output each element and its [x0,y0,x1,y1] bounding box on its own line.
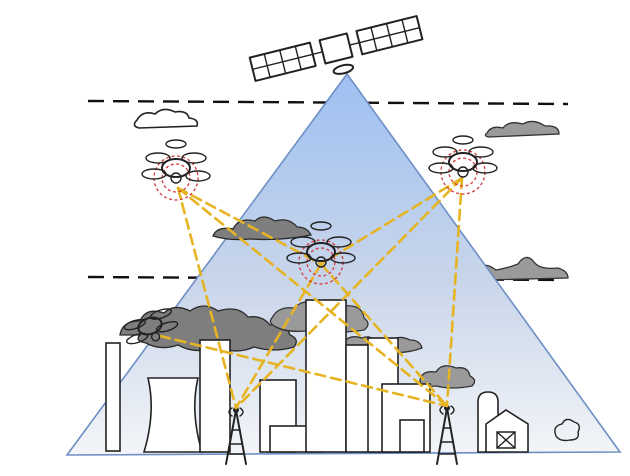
cell-tower-icon [225,407,247,465]
cloud-smog-near-tower [419,365,476,389]
cloud-mid [212,216,312,241]
uav-left [141,139,211,201]
building-8 [399,419,425,453]
uav-center [286,221,356,285]
cell-tower-icon [436,405,458,465]
cloud-top-right [484,120,560,138]
uav-low-left [123,308,179,345]
factory-cooling-tower [142,377,204,453]
bush-icon [554,418,581,442]
barn-icon [485,409,529,453]
factory-chimney [105,342,121,452]
uav-right [428,135,498,195]
cloud-top-left [133,108,199,129]
building-1 [199,339,231,453]
satellite-icon [248,15,424,82]
communication-links [158,176,464,410]
